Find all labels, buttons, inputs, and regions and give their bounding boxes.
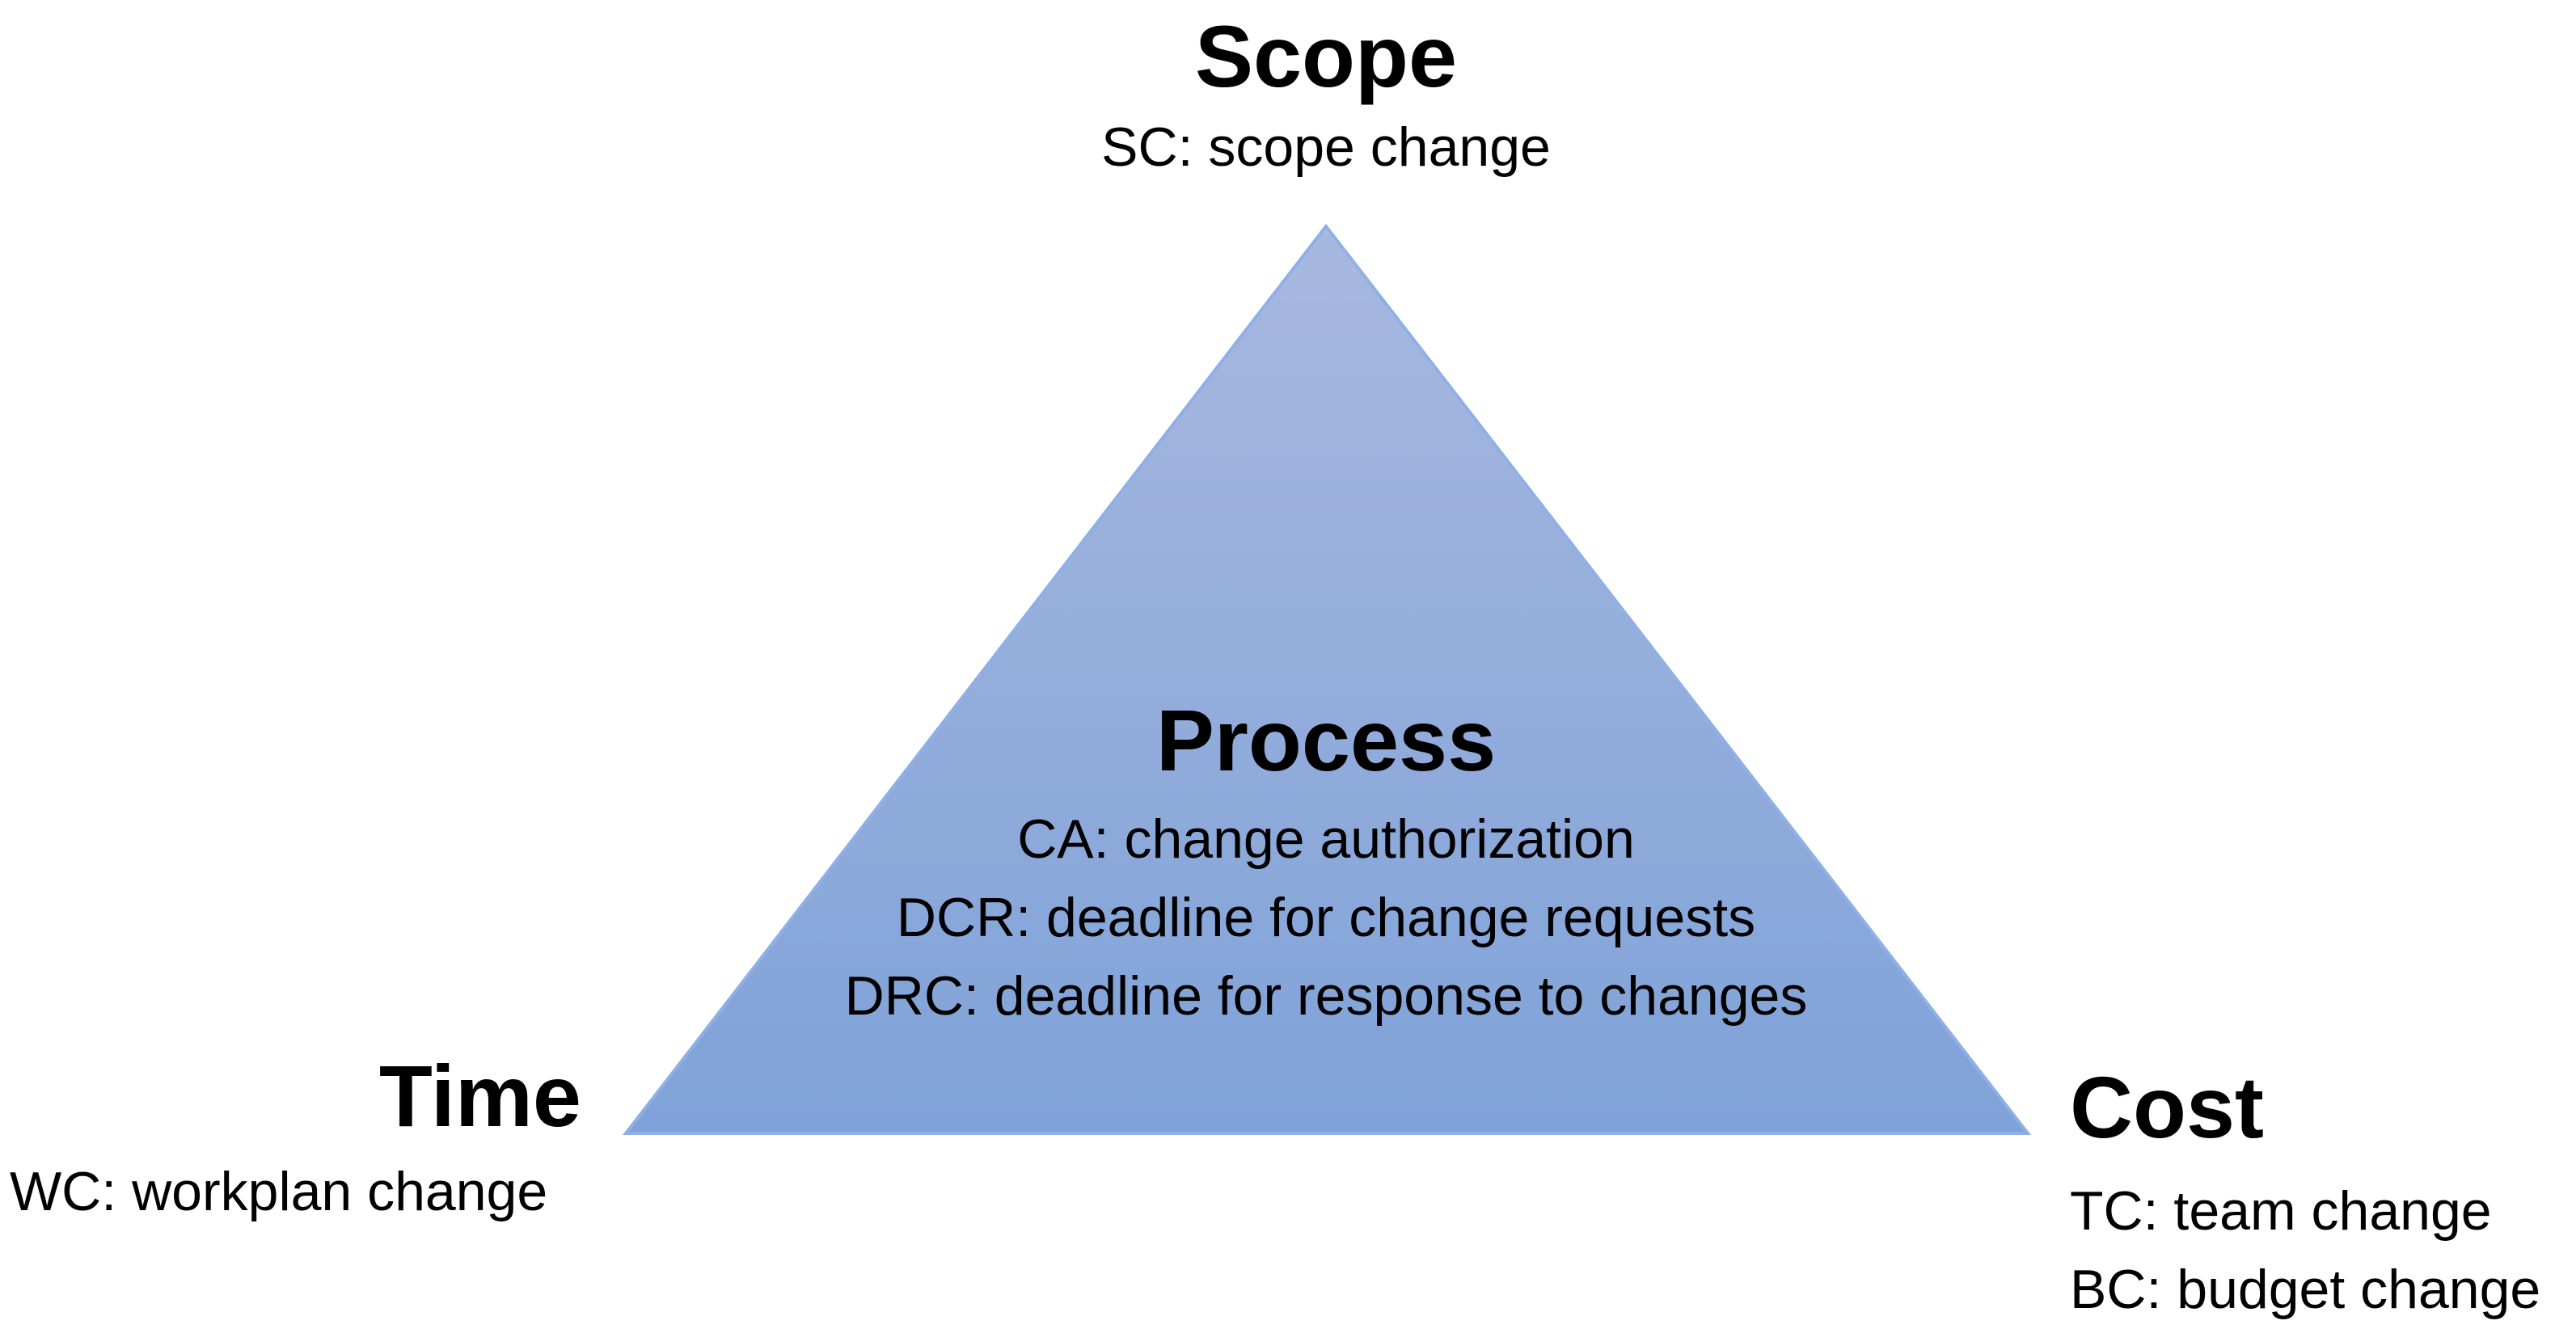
time-title: Time <box>378 1047 581 1145</box>
process-item-dcr: DCR: deadline for change requests <box>896 887 1756 948</box>
cost-items: TC: team change BC: budget change <box>2070 1172 2540 1329</box>
scope-title: Scope <box>1194 7 1458 105</box>
cost-item-tc: TC: team change <box>2070 1180 2492 1242</box>
time-item: WC: workplan change <box>10 1161 548 1222</box>
process-title: Process <box>1155 691 1497 789</box>
cost-item-bc: BC: budget change <box>2070 1259 2541 1320</box>
process-items: CA: change authorization DCR: deadline f… <box>845 800 1808 1036</box>
process-item-drc: DRC: deadline for response to changes <box>844 965 1808 1027</box>
process-item-ca: CA: change authorization <box>1017 808 1635 870</box>
cost-title: Cost <box>2070 1058 2264 1156</box>
scope-item: SC: scope change <box>1101 116 1551 178</box>
triangle-shape <box>622 223 2032 1135</box>
